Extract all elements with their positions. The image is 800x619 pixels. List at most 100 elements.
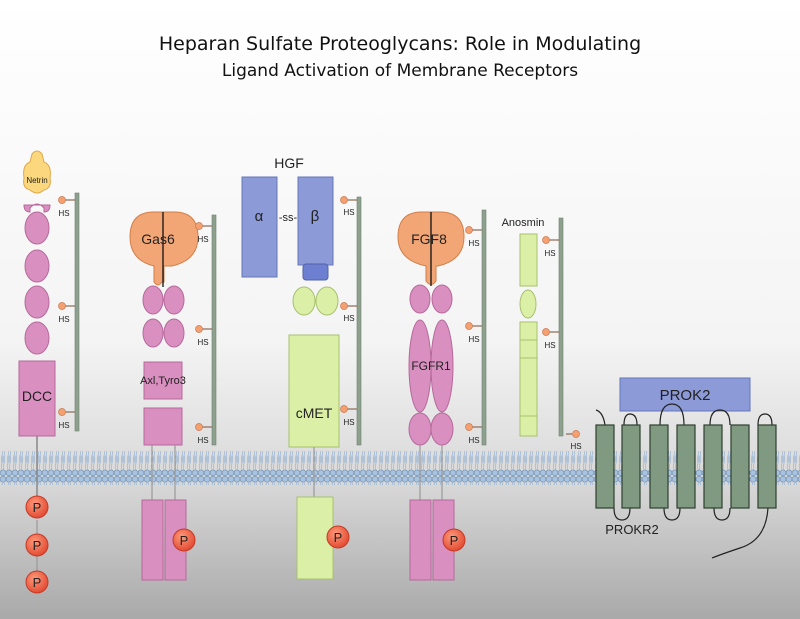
hs-chain-head [572,430,580,438]
anosmin-group: Anosmin [502,217,545,437]
hs-label: HS [570,442,581,451]
phospho-label: P [33,538,42,553]
hspg-4: HS HS HS [465,209,487,446]
hgf-alpha-label: α [255,208,264,225]
cmet-receptor-group: HGF α -ss- β cMET P [241,155,350,580]
prokr2-tm-helix-2 [621,424,641,509]
hs-chain-head [465,226,473,234]
proteoglycan-core [211,214,217,446]
hs-label: HS [343,418,354,427]
dcc-binding-cup [23,203,51,213]
prokr-receptor-group: PROK2 PROKR2 [595,377,777,559]
axl-fn3-domain-1 [143,361,183,400]
hs-label: HS [544,249,555,258]
prokr2-tm-helix-1 [595,424,615,509]
dcc-ig-domain-4 [24,321,50,355]
fgfr1-label: FGFR1 [411,359,451,373]
hs-chain-head [58,302,66,310]
hgf-beta-chain [297,176,334,266]
axl-kinase-domain [141,499,164,581]
hgf-alpha-chain [241,176,278,278]
axl-ig-domain [163,318,185,348]
prokr2-tm-helix-7 [757,424,777,509]
hs-chain-head [340,405,348,413]
hs-chain-head [465,423,473,431]
proteoglycan-core [558,217,564,437]
hs-label: HS [343,208,354,217]
anosmin-wap-domain [519,289,537,319]
fgfr-ig-domain-3 [430,412,454,446]
prokr2-tm-helix-3 [649,424,669,509]
prok2-ligand [619,377,751,412]
hs-label: HS [197,436,208,445]
dcc-ig-domain-2 [24,249,50,283]
fgfr-ig-domain-3 [408,412,432,446]
phospho-label: P [33,500,42,515]
axl-ig-domain [142,285,164,315]
hgf-beta-label: β [311,208,320,225]
anosmin-fn3-domain [519,357,538,417]
phospho-dcc-1 [25,495,49,519]
fgfr-ig-domain-1 [409,284,431,314]
fgfr-receptor-group: FGF8 FGFR1 P [397,211,466,581]
fgfr-ig-domain-1 [431,284,453,314]
hs-chain-head [542,236,550,244]
prokr2-loop [709,409,731,426]
prokr2-loop [713,507,731,521]
prokr2-tm-helix-5 [703,424,723,509]
prokr2-loop [659,403,685,426]
dcc-fn3-block [18,360,56,437]
prokr2-loop [613,507,631,521]
netrin-label: Netrin [26,176,47,185]
hspg-1: HS HS HS [58,192,80,432]
prokr2-loop [623,413,638,426]
prokr2-c-terminus [711,507,769,559]
anosmin-fn3-domain [519,415,538,437]
proteoglycan-core [356,196,362,446]
dcc-label: DCC [22,388,52,404]
hs-chain-head [340,196,348,204]
hs-label: HS [544,341,555,350]
cmet-sema-domain [315,286,339,316]
diagram-subtitle: Ligand Activation of Membrane Receptors [222,61,578,81]
phospho-label: P [33,575,42,590]
hs-chain-head [58,196,66,204]
fgfr-ig-domain-2 [430,319,454,413]
gas6-label: Gas6 [141,231,175,247]
hspg-3: HS HS HS [340,196,362,446]
proteoglycan-core [481,209,487,446]
hgf-disulfide-label: -ss- [279,212,298,224]
prokr2-loop [663,507,681,521]
gas6-ligand [129,211,199,286]
hs-label: HS [197,235,208,244]
diagram-title: Heparan Sulfate Proteoglycans: Role in M… [159,33,641,55]
hs-chain-head [465,322,473,330]
cmet-sema-domain [292,286,316,316]
phospho-cmet [326,525,350,549]
netrin-ligand [23,150,51,194]
hgf-label: HGF [274,155,304,171]
axl-label: Axl,Tyro3 [140,375,186,387]
hs-chain-head [340,302,348,310]
hs-chain-head [195,325,203,333]
anosmin-label: Anosmin [502,217,545,229]
phospho-label: P [450,533,459,548]
hs-label: HS [58,209,69,218]
anosmin-fn3-domain [519,321,538,341]
hs-label: HS [58,315,69,324]
axl-ig-domain [142,318,164,348]
anosmin-fn3-domain [519,339,538,359]
dcc-receptor-group: Netrin DCC P P P [18,150,56,594]
hs-label: HS [468,239,479,248]
hgf-beta-tip [302,263,329,281]
phospho-label: P [180,533,189,548]
prok2-label: PROK2 [660,387,711,404]
phospho-dcc-2 [25,533,49,557]
hs-label: HS [58,421,69,430]
phospho-label: P [334,530,343,545]
anosmin-domain-1 [519,233,538,287]
axl-receptor-group: Gas6 Axl,Tyro3 P [129,211,199,581]
